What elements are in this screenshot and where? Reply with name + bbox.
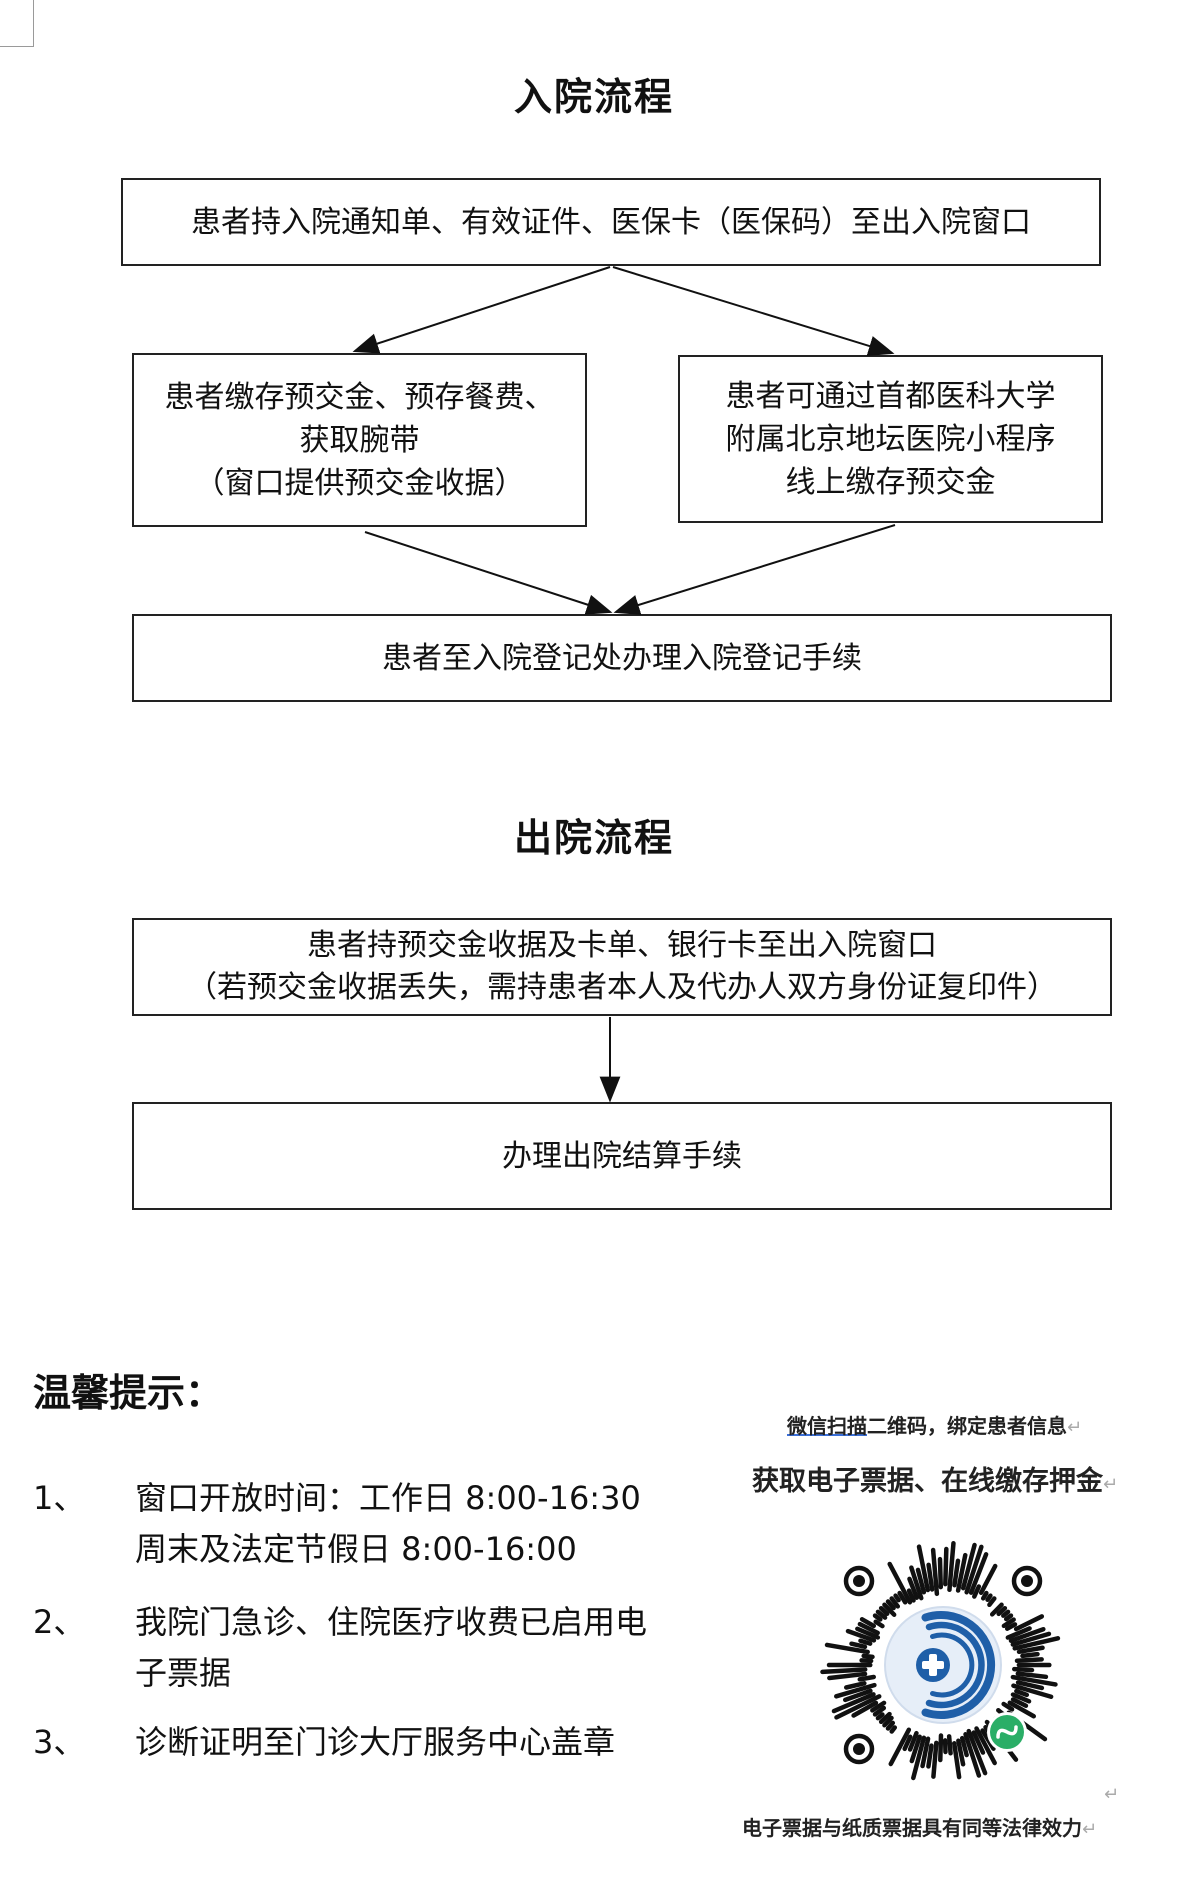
tip-1-line-2: 周末及法定节假日 8:00-16:00 [135,1530,577,1568]
wechat-mini-program-qr-code[interactable] [812,1534,1074,1796]
admission-step-3-box: 患者至入院登记处办理入院登记手续 [132,614,1112,702]
discharge-step-1-line-2: （若预交金收据丢失，需持患者本人及代办人双方身份证复印件） [187,970,1057,1005]
admission-step-2a-line-2: 获取腕带 [299,422,420,458]
qr-caption-top: 微信扫描二维码，绑定患者信息↵ [787,1410,1082,1439]
page-corner-mark [0,0,34,47]
arrow-step2b-to-3 [613,524,896,615]
arrow-step2a-to-3 [364,531,613,615]
tips-title: 温馨提示： [33,1371,224,1415]
return-mark-icon: ↵ [1103,1474,1119,1495]
qr-caption-bottom-text: 电子票据与纸质票据具有同等法律效力 [742,1816,1082,1840]
tip-1-number: 1、 [33,1479,86,1517]
discharge-step-2-box: 办理出院结算手续 [132,1102,1112,1210]
qr-caption-main-text: 获取电子票据、在线缴存押金 [752,1466,1103,1497]
discharge-step-2-text: 办理出院结算手续 [502,1138,742,1174]
tip-1-line-1: 窗口开放时间：工作日 8:00-16:30 [135,1479,641,1517]
tip-2-line-2: 子票据 [135,1654,232,1692]
tip-3-line-1: 诊断证明至门诊大厅服务中心盖章 [135,1723,616,1761]
qr-caption-top-link: 微信扫描 [787,1414,867,1438]
admission-step-2b-line-3: 线上缴存预交金 [785,464,996,500]
qr-caption-top-rest: 二维码，绑定患者信息 [867,1414,1067,1438]
tip-3-number: 3、 [33,1723,86,1761]
arrow-step1-to-2a [352,266,611,354]
admission-step-2b-line-1: 患者可通过首都医科大学 [725,378,1056,414]
tip-2-line-1: 我院门急诊、住院医疗收费已启用电 [135,1603,648,1641]
admission-step-2a-line-3: （窗口提供预交金收据） [194,465,525,501]
return-mark-icon: ↵ [1082,1819,1098,1840]
return-mark-icon: ↵ [1104,1784,1120,1805]
qr-code-graphic [820,1541,1061,1781]
qr-caption-bottom: 电子票据与纸质票据具有同等法律效力↵ [742,1812,1097,1841]
admission-step-2a-line-1: 患者缴存预交金、预存餐费、 [164,379,555,415]
arrow-step1-to-2b [612,266,895,357]
qr-caption-main: 获取电子票据、在线缴存押金↵ [752,1459,1118,1498]
qr-return-mark-standalone: ↵ [1104,1784,1119,1805]
admission-step-3-text: 患者至入院登记处办理入院登记手续 [382,640,862,676]
admission-step-2b-line-2: 附属北京地坛医院小程序 [725,421,1056,457]
admission-step-2a-box: 患者缴存预交金、预存餐费、 获取腕带 （窗口提供预交金收据） [132,353,587,527]
discharge-title: 出院流程 [513,816,674,860]
admission-step-2b-box: 患者可通过首都医科大学 附属北京地坛医院小程序 线上缴存预交金 [678,355,1103,523]
admission-step-1-box: 患者持入院通知单、有效证件、医保卡（医保码）至出入院窗口 [121,178,1101,266]
tip-2-number: 2、 [33,1603,86,1641]
return-mark-icon: ↵ [1067,1417,1083,1438]
admission-title: 入院流程 [513,75,674,119]
discharge-step-1-line-1: 患者持预交金收据及卡单、银行卡至出入院窗口 [307,928,937,963]
discharge-step-1-box: 患者持预交金收据及卡单、银行卡至出入院窗口 （若预交金收据丢失，需持患者本人及代… [132,918,1112,1016]
admission-step-1-text: 患者持入院通知单、有效证件、医保卡（医保码）至出入院窗口 [191,204,1031,240]
